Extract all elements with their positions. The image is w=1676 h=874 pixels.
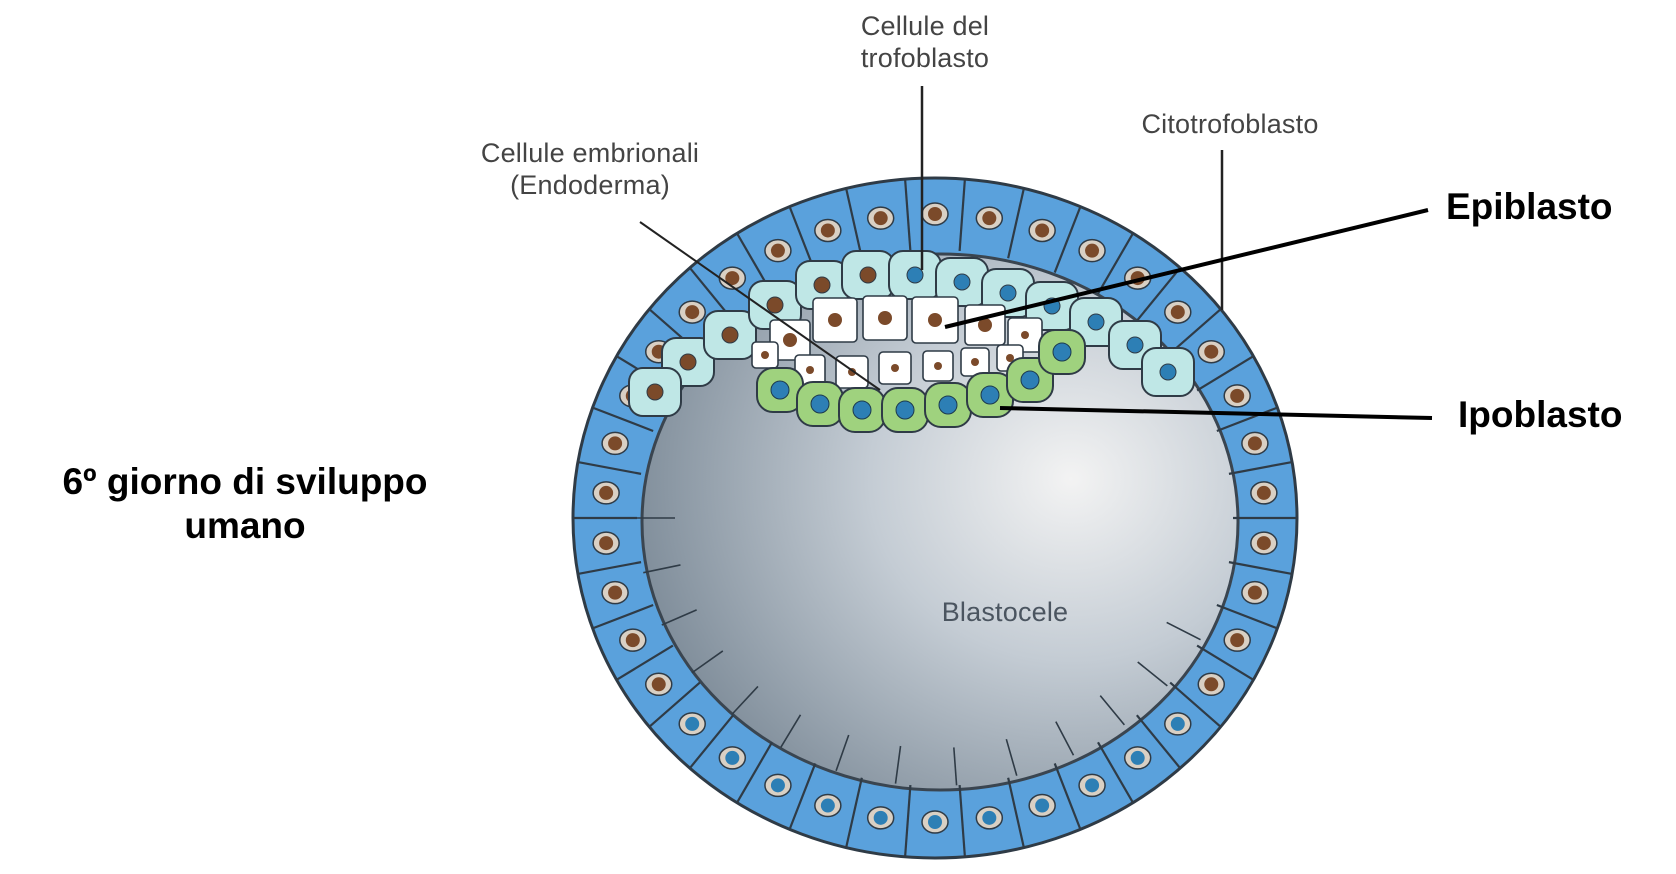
inner-cyan-cell: [629, 368, 681, 416]
trophoblast-nucleus: [1198, 341, 1224, 363]
trophoblast-nucleus: [765, 774, 791, 796]
hypoblast-cell: [1039, 330, 1085, 374]
trophoblast-nucleus: [868, 207, 894, 229]
epiblast-cell: [752, 342, 778, 368]
label-epiblast: Epiblasto: [1446, 185, 1613, 229]
trophoblast-nucleus: [1029, 795, 1055, 817]
trophoblast-nucleus: [593, 482, 619, 504]
trophoblast-nucleus: [1251, 532, 1277, 554]
label-day-line1: 6º giorno di sviluppo: [0, 460, 490, 504]
epiblast-cell: [813, 298, 857, 342]
label-development-day: 6º giorno di sviluppo umano: [0, 460, 490, 548]
label-day-line2: umano: [0, 504, 490, 548]
trophoblast-nucleus: [593, 532, 619, 554]
epiblast-cell: [863, 296, 907, 340]
trophoblast-nucleus: [679, 301, 705, 323]
trophoblast-nucleus: [815, 219, 841, 241]
inner-cyan-cell: [889, 251, 941, 299]
trophoblast-nucleus: [1224, 629, 1250, 651]
trophoblast-nucleus: [719, 747, 745, 769]
trophoblast-nucleus: [1125, 747, 1151, 769]
inner-cyan-cell: [1142, 348, 1194, 396]
label-blastocoel: Blastocele: [905, 596, 1105, 628]
trophoblast-nucleus: [1079, 774, 1105, 796]
trophoblast-nucleus: [976, 207, 1002, 229]
trophoblast-nucleus: [1165, 301, 1191, 323]
hypoblast-cell: [882, 388, 928, 432]
trophoblast-nucleus: [765, 240, 791, 262]
epiblast-cell: [879, 352, 911, 384]
label-trophoblast-line2: trofoblasto: [810, 42, 1040, 74]
label-trophoblast-line1: Cellule del: [810, 10, 1040, 42]
trophoblast-nucleus: [815, 795, 841, 817]
label-embryonic-cells: Cellule embrionali (Endoderma): [425, 137, 755, 201]
trophoblast-nucleus: [922, 203, 948, 225]
trophoblast-nucleus: [1029, 219, 1055, 241]
trophoblast-nucleus: [1251, 482, 1277, 504]
label-embryonic-line2: (Endoderma): [425, 169, 755, 201]
trophoblast-nucleus: [1079, 240, 1105, 262]
epiblast-cell: [836, 356, 868, 388]
label-hypoblast: Ipoblasto: [1458, 393, 1622, 437]
trophoblast-nucleus: [646, 673, 672, 695]
hypoblast-cell: [797, 382, 843, 426]
epiblast-cell: [965, 305, 1005, 345]
trophoblast-nucleus: [1224, 385, 1250, 407]
trophoblast-nucleus: [922, 811, 948, 833]
trophoblast-nucleus: [976, 807, 1002, 829]
trophoblast-nucleus: [620, 629, 646, 651]
trophoblast-nucleus: [679, 713, 705, 735]
trophoblast-nucleus: [1165, 713, 1191, 735]
hypoblast-cell: [925, 383, 971, 427]
trophoblast-nucleus: [1242, 582, 1268, 604]
inner-cyan-cell: [704, 311, 756, 359]
trophoblast-nucleus: [602, 582, 628, 604]
trophoblast-nucleus: [1198, 673, 1224, 695]
label-trophoblast-cells: Cellule del trofoblasto: [810, 10, 1040, 74]
epiblast-cell: [923, 351, 953, 381]
epiblast-cell: [961, 348, 989, 376]
label-embryonic-line1: Cellule embrionali: [425, 137, 755, 169]
trophoblast-nucleus: [868, 807, 894, 829]
label-cytotrophoblast: Citotrofoblasto: [1095, 108, 1365, 140]
trophoblast-nucleus: [602, 432, 628, 454]
inner-cyan-cell: [842, 251, 894, 299]
hypoblast-cell: [839, 388, 885, 432]
epiblast-cell: [912, 297, 958, 343]
trophoblast-nucleus: [1242, 432, 1268, 454]
